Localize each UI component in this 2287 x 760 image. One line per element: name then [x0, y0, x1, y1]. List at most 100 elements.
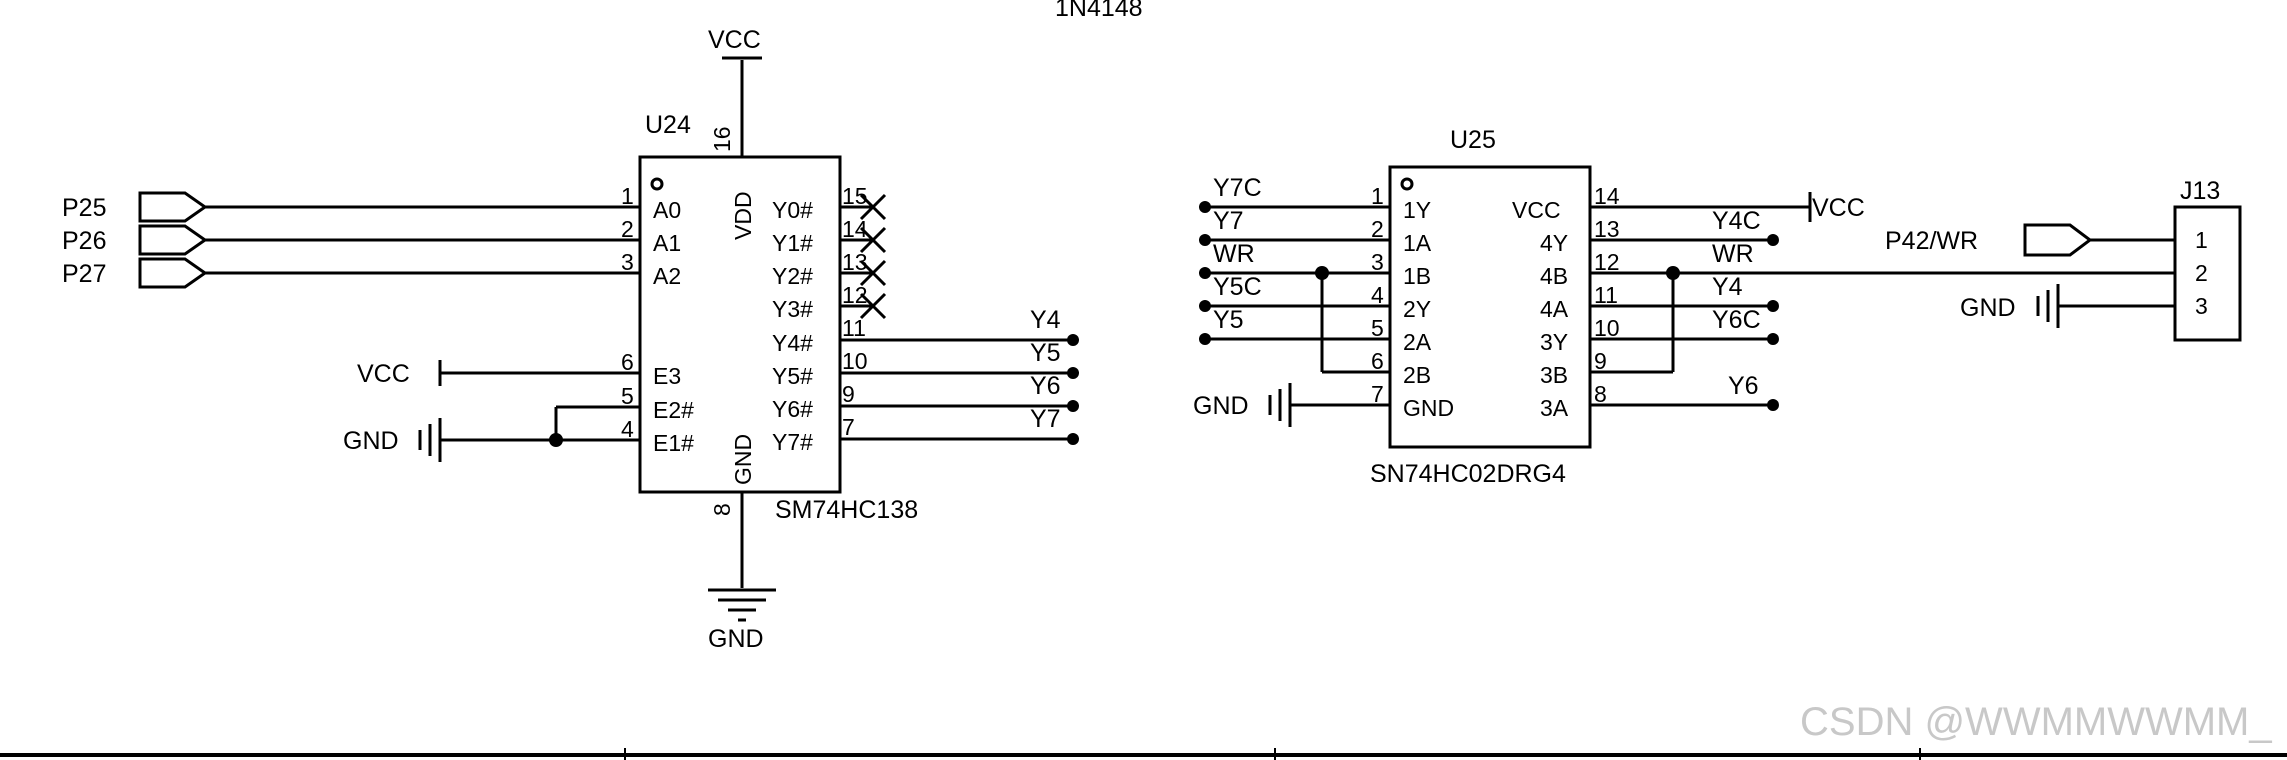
port-label-p27: P27 — [62, 260, 106, 288]
j13-body — [2173, 205, 2242, 342]
net-end-dot — [1067, 433, 1079, 445]
u24-chip: U24 SM74HC138 VCC 16 VDD GND 8 GND 1 A0 … — [62, 26, 1079, 653]
u24-pin-num: 5 — [621, 383, 634, 409]
u25-pin-name: VCC — [1512, 197, 1561, 223]
port-label-p25: P25 — [62, 194, 106, 222]
u24-pin-name: Y7# — [772, 429, 813, 455]
u24-pin-num: 6 — [621, 349, 634, 375]
u24-pin-name: A2 — [653, 263, 681, 289]
u24-pin-name: Y5# — [772, 363, 813, 389]
net-label-y6c: Y6C — [1712, 306, 1761, 334]
u25-pin-name: 2Y — [1403, 296, 1431, 322]
u24-pin-num: 1 — [621, 183, 634, 209]
u24-pin-name: A0 — [653, 197, 681, 223]
u24-pin-num: 14 — [842, 216, 868, 242]
u24-pin1-marker — [650, 177, 664, 191]
j13-connector: J13 1 2 3 P42/WR GND — [1885, 177, 2242, 342]
u24-pin-name: E1# — [653, 430, 694, 456]
u25-pin-name: 2A — [1403, 329, 1432, 355]
u25-pin1-marker — [1400, 177, 1414, 191]
no-connect-mark — [859, 259, 887, 287]
u24-gnd-pin-name: GND — [730, 434, 756, 485]
u24-pin-num: 3 — [621, 249, 634, 275]
u24-pin-num: 9 — [842, 381, 855, 407]
u25-ref: U25 — [1450, 126, 1496, 154]
port-flag-p25 — [138, 191, 208, 223]
junction-dot — [1315, 266, 1329, 280]
net-end-dot — [1067, 400, 1079, 412]
u25-pin-name: 4A — [1540, 296, 1569, 322]
u25-pin-name: 1B — [1403, 263, 1431, 289]
u25-pin-num: 11 — [1594, 282, 1618, 308]
net-label-wr: WR — [1213, 240, 1255, 268]
net-label-y6: Y6 — [1728, 372, 1759, 400]
net-end-dot — [1767, 399, 1779, 411]
j13-pin-num: 1 — [2195, 227, 2208, 253]
u25-part: SN74HC02DRG4 — [1370, 460, 1566, 488]
gnd-label-e1: GND — [343, 427, 399, 455]
u24-ref: U24 — [645, 111, 691, 139]
u25-pin-num: 2 — [1371, 216, 1384, 242]
u24-pin-name: Y0# — [772, 197, 813, 223]
no-connect-mark — [859, 292, 887, 320]
u24-pin-num: 11 — [842, 315, 866, 341]
u25-chip: U25 SN74HC02DRG4 Y7C Y7 WR Y5C Y5 GND 1 … — [1193, 126, 2175, 488]
net-label-y6: Y6 — [1030, 372, 1061, 400]
port-flag-p42wr — [2023, 223, 2093, 257]
u24-pin-name: A1 — [653, 230, 681, 256]
vcc-label-e3: VCC — [357, 360, 410, 388]
u25-pin-name: 1A — [1403, 230, 1432, 256]
u24-vdd-pin-num: 16 — [709, 126, 735, 152]
net-end-dot — [1067, 334, 1079, 346]
net-label-y4c: Y4C — [1712, 207, 1761, 235]
u24-pin-name: Y2# — [772, 263, 813, 289]
u25-pin-name: 1Y — [1403, 197, 1431, 223]
u24-pin-name: Y1# — [772, 230, 813, 256]
port-flag-p26 — [138, 224, 208, 256]
u24-body — [638, 155, 842, 494]
u25-pin-num: 4 — [1371, 282, 1384, 308]
u25-pin-name: GND — [1403, 395, 1454, 421]
port-label-p26: P26 — [62, 227, 106, 255]
u25-pin-num: 3 — [1371, 249, 1384, 275]
vcc-label-u25: VCC — [1812, 194, 1865, 222]
u24-pin-num: 2 — [621, 216, 634, 242]
u25-pin-name: 3Y — [1540, 329, 1568, 355]
u25-pin-name: 3B — [1540, 362, 1568, 388]
u25-pin-name: 2B — [1403, 362, 1431, 388]
u25-pin-name: 4Y — [1540, 230, 1568, 256]
u24-part: SM74HC138 — [775, 496, 918, 524]
gnd-label-j13: GND — [1960, 294, 2016, 322]
net-end-dot — [1199, 300, 1211, 312]
u25-pin-num: 9 — [1594, 348, 1607, 374]
u24-pin-num: 13 — [842, 249, 868, 275]
net-label-y5c: Y5C — [1213, 273, 1262, 301]
u24-vdd-pin-name: VDD — [730, 191, 756, 240]
junction-dot — [1666, 266, 1680, 280]
watermark: CSDN @WWMMWWMM_ — [1800, 700, 2272, 744]
net-label-y4: Y4 — [1030, 306, 1061, 334]
j13-pin-num: 3 — [2195, 293, 2208, 319]
u24-pin-name: Y4# — [772, 330, 813, 356]
net-label-y5: Y5 — [1213, 306, 1244, 334]
u24-pin-num: 4 — [621, 416, 634, 442]
net-end-dot — [1199, 234, 1211, 246]
u24-pin-name: E2# — [653, 397, 694, 423]
net-label-y7: Y7 — [1213, 207, 1244, 235]
no-connect-mark — [859, 226, 887, 254]
port-label-p42wr: P42/WR — [1885, 227, 1978, 255]
u24-gnd-pin-num: 8 — [709, 503, 735, 516]
u25-pin-num: 10 — [1594, 315, 1620, 341]
j13-pin-num: 2 — [2195, 260, 2208, 286]
gnd-label-bottom: GND — [708, 625, 764, 653]
u25-pin-num: 12 — [1594, 249, 1620, 275]
u24-pin-num: 15 — [842, 183, 868, 209]
port-flag-p27 — [138, 257, 208, 289]
junction-dot — [549, 433, 563, 447]
diode-part-label: 1N4148 — [1055, 0, 1143, 22]
u25-pin-num: 8 — [1594, 381, 1607, 407]
u24-pin-name: E3 — [653, 363, 681, 389]
u25-body — [1388, 165, 1592, 449]
u25-pin-num: 6 — [1371, 348, 1384, 374]
